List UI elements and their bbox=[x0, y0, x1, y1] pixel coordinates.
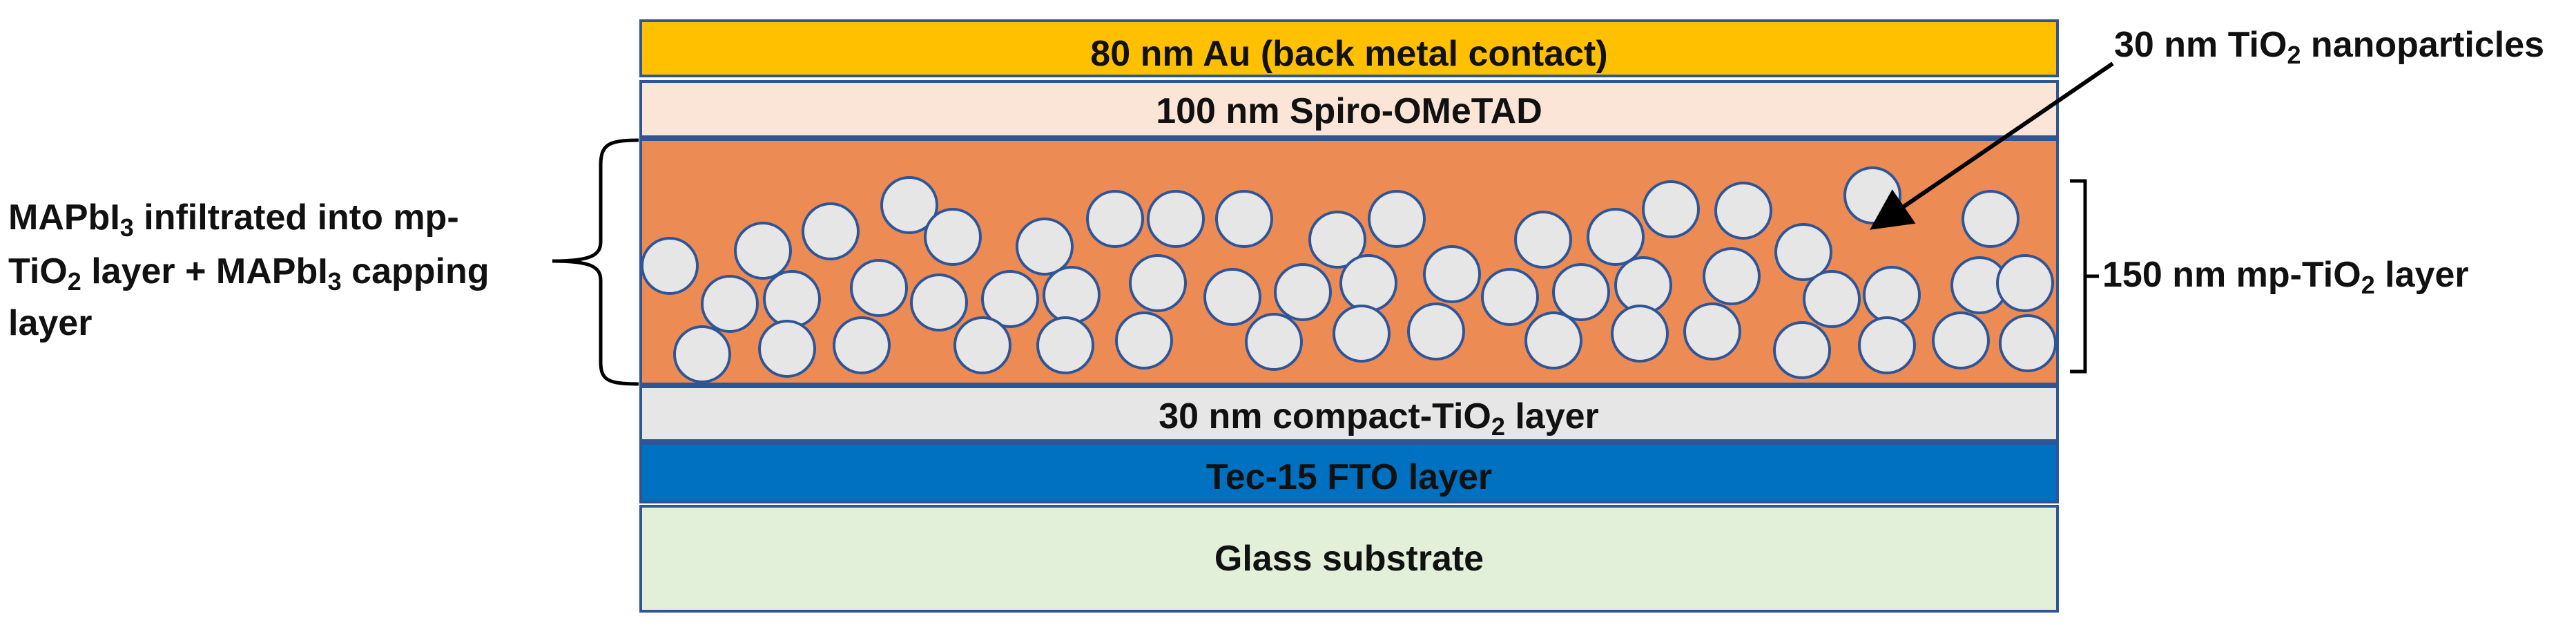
tio2-nanoparticle bbox=[1774, 223, 1832, 281]
tio2-nanoparticle bbox=[1043, 266, 1101, 324]
left-label-line-2: TiO2 layer + MAPbI3 capping bbox=[8, 251, 490, 296]
tio2-nanoparticle bbox=[1215, 190, 1273, 248]
tio2-nanoparticle bbox=[981, 270, 1039, 328]
tio2-nanoparticle bbox=[1552, 263, 1610, 321]
mp-tio2-layer-label: 150 nm mp-TiO2 layer bbox=[2102, 255, 2469, 299]
tio2-nanoparticle bbox=[1614, 256, 1672, 314]
layer-compact-tio2-label: 30 nm compact-TiO2 layer bbox=[1159, 396, 1599, 441]
tio2-nanoparticle bbox=[758, 320, 816, 378]
tio2-nanoparticle bbox=[1016, 218, 1074, 276]
tio2-nanoparticle bbox=[1642, 180, 1700, 238]
tio2-nanoparticle bbox=[734, 222, 792, 280]
tio2-nanoparticle bbox=[1245, 313, 1303, 371]
layer-glass bbox=[639, 505, 2059, 613]
layer-glass-label: Glass substrate bbox=[1214, 539, 1484, 579]
tio2-nanoparticle bbox=[1423, 245, 1481, 303]
tio2-nanoparticle bbox=[1115, 311, 1173, 369]
tio2-nanoparticle bbox=[1514, 211, 1572, 269]
tio2-nanoparticle bbox=[1803, 270, 1861, 328]
layer-spiro-label: 100 nm Spiro-OMeTAD bbox=[1156, 91, 1542, 131]
tio2-nanoparticle bbox=[1683, 302, 1741, 360]
tio2-nanoparticle bbox=[1587, 208, 1645, 266]
right-bracket bbox=[2070, 179, 2099, 374]
tio2-nanoparticle bbox=[673, 325, 731, 383]
nanoparticles-label: 30 nm TiO2 nanoparticles bbox=[2114, 25, 2544, 69]
tio2-nanoparticle bbox=[1147, 190, 1205, 248]
left-label-line-1: MAPbI3 infiltrated into mp- bbox=[8, 198, 459, 242]
tio2-nanoparticle bbox=[1086, 190, 1144, 248]
layer-fto-label: Tec-15 FTO layer bbox=[1206, 457, 1492, 497]
layer-compact-tio2 bbox=[639, 385, 2059, 442]
tio2-nanoparticle bbox=[1339, 254, 1397, 312]
tio2-nanoparticle bbox=[953, 316, 1011, 374]
tio2-nanoparticle bbox=[850, 259, 908, 317]
left-label: MAPbI3 infiltrated into mp- TiO2 layer +… bbox=[8, 198, 490, 343]
left-brace bbox=[552, 138, 639, 386]
tio2-nanoparticle bbox=[1773, 321, 1831, 379]
tio2-nanoparticle bbox=[1996, 254, 2054, 312]
tio2-nanoparticle bbox=[641, 237, 699, 295]
tio2-nanoparticle bbox=[910, 273, 968, 331]
tio2-nanoparticle bbox=[1932, 311, 1990, 369]
tio2-nanoparticle bbox=[1203, 268, 1261, 326]
layer-fto bbox=[639, 442, 2059, 503]
tio2-nanoparticle bbox=[1703, 247, 1761, 305]
tio2-nanoparticle bbox=[1036, 316, 1094, 374]
tio2-nanoparticle bbox=[1129, 254, 1187, 312]
layer-spiro bbox=[639, 80, 2059, 138]
tio2-nanoparticle bbox=[1863, 266, 1921, 324]
tio2-nanoparticle bbox=[1858, 316, 1916, 374]
tio2-nanoparticle bbox=[1333, 305, 1391, 363]
tio2-nanoparticle bbox=[701, 275, 759, 333]
nanoparticle-arrow bbox=[1870, 61, 2114, 230]
tio2-nanoparticle bbox=[924, 208, 982, 266]
tio2-nanoparticle bbox=[1611, 305, 1669, 363]
tio2-nanoparticle bbox=[1962, 190, 2020, 248]
tio2-nanoparticle bbox=[880, 176, 938, 234]
tio2-nanoparticle bbox=[1714, 182, 1772, 240]
tio2-nanoparticle bbox=[1999, 314, 2057, 372]
layer-au bbox=[639, 19, 2059, 77]
tio2-nanoparticle bbox=[1368, 190, 1426, 248]
tio2-nanoparticle bbox=[1274, 263, 1332, 321]
tio2-nanoparticle bbox=[1308, 211, 1366, 269]
left-label-line-3: layer bbox=[8, 303, 92, 343]
tio2-nanoparticle bbox=[1481, 268, 1539, 326]
tio2-nanoparticles bbox=[641, 166, 2057, 383]
layer-au-label: 80 nm Au (back metal contact) bbox=[1090, 34, 1607, 74]
tio2-nanoparticle bbox=[1524, 311, 1582, 369]
tio2-nanoparticle bbox=[802, 202, 860, 260]
tio2-nanoparticle bbox=[1407, 302, 1465, 360]
tio2-nanoparticle bbox=[763, 270, 821, 328]
tio2-nanoparticle bbox=[833, 316, 891, 374]
